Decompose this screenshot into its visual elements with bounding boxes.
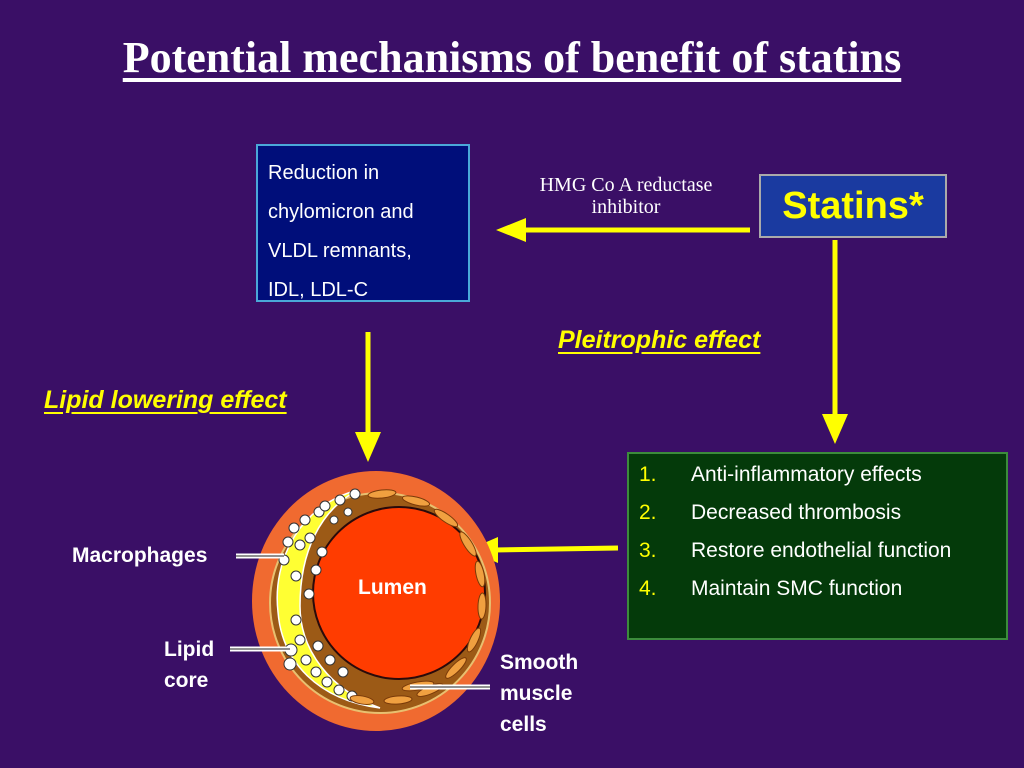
- macrophages-label: Macrophages: [72, 544, 208, 567]
- arrow-statins-to-pleitrophic: [822, 240, 848, 444]
- lipid-core-label: Lipid core: [164, 634, 214, 696]
- lipid-reduction-box: Reduction in chylomicron and VLDL remnan…: [256, 144, 470, 302]
- pleitrophic-effect-label: Pleitrophic effect: [558, 326, 761, 354]
- list-number: 4.: [639, 577, 657, 600]
- list-text: Decreased thrombosis: [691, 501, 902, 524]
- smooth-muscle-line-3: cells: [500, 713, 547, 736]
- lipid-box-line: Reduction in: [268, 162, 380, 184]
- list-number: 3.: [639, 539, 657, 562]
- lipid-core-line-1: Lipid: [164, 638, 215, 661]
- smooth-muscle-label: Smooth muscle cells: [500, 647, 578, 740]
- arrow-lipid-to-artery: [355, 332, 381, 462]
- pleitrophic-effects-box: 1. Anti-inflammatory effects 2. Decrease…: [627, 452, 1008, 640]
- macrophage-cells: [278, 488, 361, 702]
- list-item: 1. Anti-inflammatory effects: [639, 460, 998, 490]
- list-number: 2.: [639, 501, 657, 524]
- artery-cross-section: [252, 471, 500, 731]
- lipid-box-line: IDL, LDL-C: [268, 279, 369, 301]
- hmg-coa-label: HMG Co A reductase inhibitor: [506, 174, 746, 218]
- statins-box: Statins*: [759, 174, 947, 238]
- lipid-core-line-2: core: [164, 669, 209, 692]
- lipid-box-line: VLDL remnants,: [268, 240, 412, 262]
- hmg-line-2: inhibitor: [591, 196, 661, 218]
- list-text: Restore endothelial function: [691, 539, 952, 562]
- list-item: 3. Restore endothelial function: [639, 536, 998, 566]
- lumen-label: Lumen: [358, 576, 427, 599]
- list-item: 4. Maintain SMC function: [639, 574, 998, 604]
- slide-title: Potential mechanisms of benefit of stati…: [122, 33, 902, 82]
- list-number: 1.: [639, 463, 657, 486]
- list-text: Maintain SMC function: [691, 577, 903, 600]
- list-item: 2. Decreased thrombosis: [639, 498, 998, 528]
- lipid-lowering-effect-label: Lipid lowering effect: [44, 386, 287, 414]
- arrow-statins-to-lipid: [496, 218, 750, 242]
- list-text: Anti-inflammatory effects: [691, 463, 922, 486]
- lipid-box-line: chylomicron and: [268, 201, 414, 223]
- smooth-muscle-line-2: muscle: [500, 682, 573, 705]
- smooth-muscle-line-1: Smooth: [500, 651, 579, 674]
- hmg-line-1: HMG Co A reductase: [539, 174, 713, 196]
